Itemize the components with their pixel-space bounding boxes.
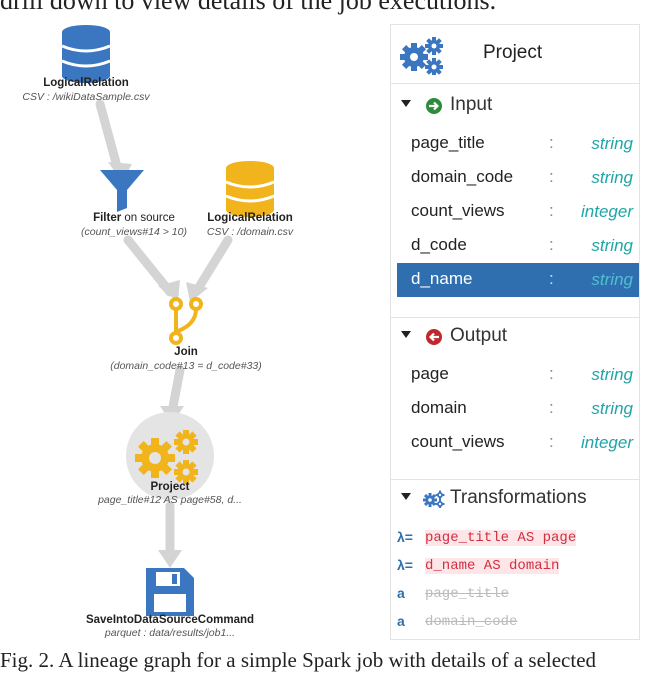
separator: : bbox=[549, 398, 554, 417]
separator: : bbox=[549, 167, 554, 186]
caret-down-icon bbox=[401, 331, 411, 338]
node-title: LogicalRelation bbox=[207, 212, 293, 224]
edge-join-project bbox=[167, 365, 185, 417]
edge-filter-join bbox=[123, 235, 175, 297]
output-row[interactable]: domain : string bbox=[397, 392, 639, 426]
node-subtitle: CSV : /domain.csv bbox=[206, 226, 294, 238]
dropped-attribute: domain_code bbox=[425, 614, 518, 630]
panel-title: Project bbox=[483, 42, 543, 63]
attribute-icon: a bbox=[397, 585, 405, 601]
field-type: string bbox=[591, 270, 633, 289]
database-icon[interactable] bbox=[61, 25, 111, 83]
field-type: string bbox=[591, 134, 633, 153]
dropped-attribute: page_title bbox=[425, 586, 510, 602]
input-row[interactable]: count_views : integer bbox=[397, 195, 639, 229]
separator: : bbox=[549, 201, 554, 220]
node-title: Filter on source bbox=[93, 212, 175, 224]
transformations-section-header[interactable]: Transformations bbox=[391, 484, 639, 514]
transformation-row[interactable]: a page_title bbox=[397, 582, 639, 610]
input-section-label: Input bbox=[450, 94, 493, 115]
transformation-row[interactable]: λ= d_name AS domain bbox=[397, 554, 639, 582]
input-row-selected[interactable]: d_name : string bbox=[397, 263, 639, 297]
input-section-header[interactable]: Input bbox=[391, 91, 639, 121]
node-subtitle: (domain_code#13 = d_code#33) bbox=[110, 360, 262, 372]
arrow-domain-join bbox=[186, 282, 208, 302]
node-subtitle: CSV : /wikiDataSample.csv bbox=[22, 91, 150, 103]
output-section-header[interactable]: Output bbox=[391, 322, 639, 352]
field-type: string bbox=[591, 168, 633, 187]
field-type: integer bbox=[581, 202, 633, 221]
separator: : bbox=[549, 364, 554, 383]
input-row[interactable]: page_title : string bbox=[397, 127, 639, 161]
database-icon[interactable] bbox=[225, 161, 275, 217]
divider bbox=[391, 479, 639, 480]
edge-domain-join bbox=[191, 235, 233, 297]
lineage-graph: LogicalRelation CSV : /wikiDataSample.cs… bbox=[22, 25, 294, 639]
divider bbox=[391, 317, 639, 318]
arrow-project-save bbox=[158, 550, 182, 568]
transformation-expression: d_name AS domain bbox=[425, 558, 560, 574]
floppy-icon[interactable] bbox=[146, 568, 194, 616]
panel-header: Project bbox=[391, 25, 639, 84]
lambda-icon: λ= bbox=[397, 557, 413, 573]
details-panel: Project Input page_title : string domain… bbox=[390, 24, 640, 640]
field-name: page_title bbox=[411, 133, 485, 152]
node-title: Join bbox=[174, 346, 198, 358]
field-name: d_name bbox=[411, 269, 473, 288]
field-name: page bbox=[411, 364, 449, 383]
top-text: drill down to view details of the job ex… bbox=[0, 0, 497, 15]
transformation-row[interactable]: λ= page_title AS page bbox=[397, 526, 639, 554]
separator: : bbox=[549, 432, 554, 451]
caret-down-icon bbox=[401, 100, 411, 107]
node-subtitle: (count_views#14 > 10) bbox=[81, 226, 187, 238]
lambda-icon: λ= bbox=[397, 529, 413, 545]
arrow-filter-join bbox=[158, 280, 180, 302]
caret-down-icon bbox=[401, 493, 411, 500]
gears-icon[interactable] bbox=[126, 412, 214, 500]
output-section-label: Output bbox=[450, 325, 508, 346]
field-type: string bbox=[591, 236, 633, 255]
gears-icon bbox=[400, 37, 443, 75]
figure-caption: Fig. 2. A lineage graph for a simple Spa… bbox=[0, 648, 597, 672]
output-row[interactable]: page : string bbox=[397, 358, 639, 392]
transformations-section-label: Transformations bbox=[450, 487, 587, 508]
field-name: count_views bbox=[411, 432, 505, 451]
field-type: string bbox=[591, 365, 633, 384]
field-name: count_views bbox=[411, 201, 505, 220]
field-type: integer bbox=[581, 433, 633, 452]
transformation-row[interactable]: a domain_code bbox=[397, 610, 639, 638]
field-name: d_code bbox=[411, 235, 467, 254]
edge-source-filter bbox=[95, 99, 123, 175]
graph-edges bbox=[95, 99, 233, 561]
join-icon[interactable] bbox=[169, 297, 203, 345]
field-name: domain bbox=[411, 398, 467, 417]
gears-icon bbox=[423, 490, 445, 508]
separator: : bbox=[549, 133, 554, 152]
filter-icon[interactable] bbox=[100, 170, 144, 212]
node-title: SaveIntoDataSourceCommand bbox=[85, 614, 255, 626]
field-name: domain_code bbox=[411, 167, 514, 186]
node-subtitle: parquet : data/results/job1... bbox=[104, 627, 236, 639]
node-title: LogicalRelation bbox=[43, 77, 129, 89]
field-type: string bbox=[591, 399, 633, 418]
transformation-expression: page_title AS page bbox=[425, 530, 577, 546]
arrow-circle-left-icon bbox=[426, 329, 442, 345]
node-subtitle: page_title#12 AS page#58, d... bbox=[98, 494, 242, 506]
separator: : bbox=[549, 269, 554, 288]
output-row[interactable]: count_views : integer bbox=[397, 426, 639, 460]
separator: : bbox=[549, 235, 554, 254]
input-row[interactable]: domain_code : string bbox=[397, 161, 639, 195]
arrow-circle-right-icon bbox=[426, 98, 442, 114]
input-row[interactable]: d_code : string bbox=[397, 229, 639, 263]
attribute-icon: a bbox=[397, 613, 405, 629]
node-title: Project bbox=[150, 481, 190, 493]
